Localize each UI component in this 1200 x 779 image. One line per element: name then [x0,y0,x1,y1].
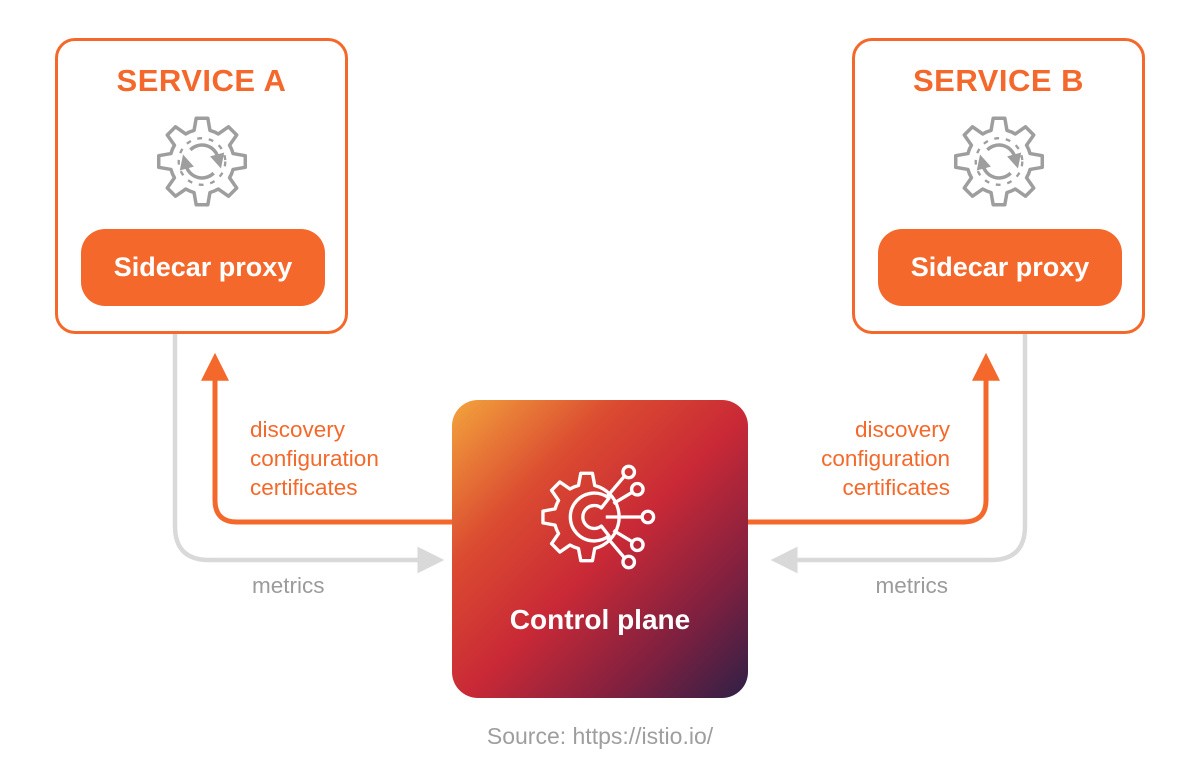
service-a-box: SERVICE A Sidecar proxy [55,38,348,334]
discovery-config-certs-label-right: discovery configuration certificates [821,415,950,502]
service-b-title: SERVICE B [912,63,1085,98]
service-a-title: SERVICE A [116,63,287,98]
arrow-discovery-right [748,352,1000,525]
arrow-discovery-left [201,352,452,525]
label-line: configuration [821,446,950,471]
label-line: certificates [250,475,358,500]
control-plane-box: Control plane [452,400,748,698]
label-line: configuration [250,446,379,471]
service-a-sidecar-proxy-badge: Sidecar proxy [81,229,325,306]
service-b-sidecar-proxy-badge: Sidecar proxy [878,229,1122,306]
service-b-box: SERVICE B Sidecar proxy [852,38,1145,334]
metrics-label-left: metrics [252,573,325,598]
gear-circuit-icon [533,450,667,584]
label-line: discovery [854,417,950,442]
label-line: discovery [250,417,346,442]
arrow-metrics-right [770,334,1028,574]
gear-sync-icon [950,113,1047,210]
metrics-label-right: metrics [875,573,949,598]
label-line: certificates [842,475,950,500]
control-plane-label: Control plane [509,604,691,635]
source-caption: Source: https://istio.io/ [486,723,714,749]
gear-sync-icon [153,113,250,210]
discovery-config-certs-label-left: discovery configuration certificates [250,415,379,502]
arrow-metrics-left [172,334,445,574]
